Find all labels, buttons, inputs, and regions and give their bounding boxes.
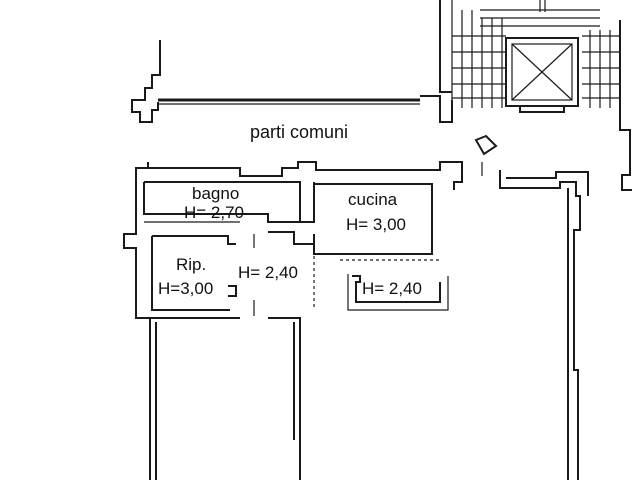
bagno-height-label: H= 2,70 bbox=[184, 203, 244, 222]
entrance-marker bbox=[474, 134, 498, 176]
room-bagno-walls bbox=[143, 181, 301, 223]
bagno-name-label: bagno bbox=[192, 184, 239, 203]
apartment-outer-wall bbox=[123, 161, 463, 319]
right-building-wall bbox=[499, 170, 589, 480]
main-room-walls bbox=[149, 317, 301, 480]
elevator-shaft bbox=[505, 37, 579, 113]
corridor-walls bbox=[253, 234, 442, 316]
passage-niche bbox=[347, 274, 449, 311]
staircase bbox=[439, 0, 620, 108]
ripostiglio-name-label: Rip. bbox=[176, 255, 206, 274]
room-ripostiglio-walls bbox=[151, 235, 237, 311]
common-area-label: parti comuni bbox=[250, 122, 348, 142]
room-cucina-walls bbox=[268, 182, 433, 255]
cucina-name-label: cucina bbox=[348, 190, 398, 209]
cucina-height-label: H= 3,00 bbox=[346, 215, 406, 234]
corridor-height-label: H= 2,40 bbox=[238, 263, 298, 282]
passage-height-label: H= 2,40 bbox=[362, 279, 422, 298]
ripostiglio-height-label: H=3,00 bbox=[158, 279, 213, 298]
top-boundary-wall bbox=[131, 40, 453, 123]
right-boundary-wall bbox=[619, 20, 632, 191]
